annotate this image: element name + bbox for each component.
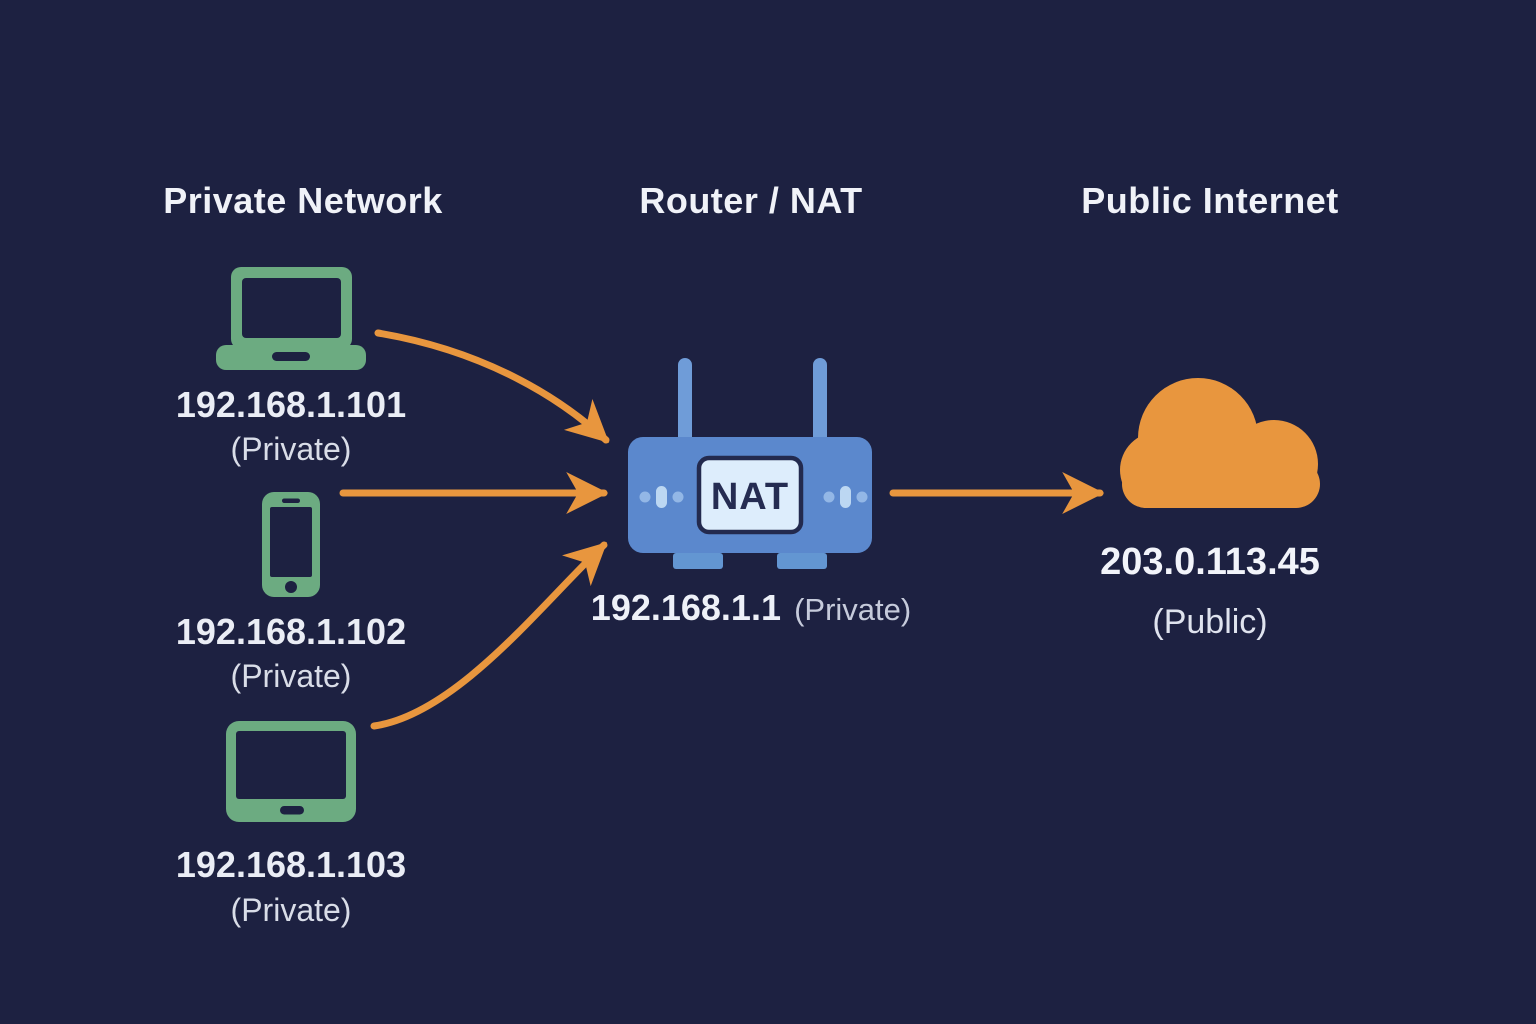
public-internet-cloud: [1100, 368, 1340, 513]
router-nat-header: Router / NAT: [639, 180, 863, 221]
device-scope: (Private): [230, 892, 352, 928]
router-device: NAT: [615, 350, 885, 572]
tablet-icon: [226, 721, 356, 822]
laptop-icon: [216, 267, 366, 370]
public-scope: (Public): [1152, 603, 1268, 641]
device-ip: 192.168.1.101: [175, 384, 407, 425]
router-icon: NAT: [628, 358, 872, 569]
nat-badge-panel: [696, 455, 804, 535]
router-foot-right: [777, 553, 827, 569]
device-scope: (Private): [230, 658, 352, 694]
device-ip: 192.168.1.103: [175, 844, 407, 885]
nat-badge-label: NAT: [711, 476, 789, 518]
router-scope-text: (Private): [794, 592, 912, 627]
router-ip: 192.168.1.1: [590, 587, 781, 628]
private-network-header: Private Network: [163, 180, 443, 221]
device-ip: 192.168.1.102: [175, 611, 407, 652]
router-foot-left: [673, 553, 723, 569]
smartphone-icon: [262, 492, 320, 597]
cloud-icon: [1120, 378, 1320, 508]
router-antenna-right: [813, 358, 827, 444]
public-ip: 203.0.113.45: [1100, 541, 1320, 583]
tablet-device: [226, 721, 356, 822]
router-antenna-left: [678, 358, 692, 444]
arrow-tablet-to-router-icon: [370, 541, 608, 730]
smartphone-device: [262, 492, 320, 597]
device-scope: (Private): [230, 431, 352, 467]
router-scope: (Private): [785, 592, 911, 627]
arrow-laptop-to-router-icon: [374, 329, 610, 444]
public-internet-header: Public Internet: [1081, 180, 1339, 221]
laptop-device: [216, 267, 366, 370]
router-ip-line: 192.168.1.1 (Private): [551, 587, 951, 637]
